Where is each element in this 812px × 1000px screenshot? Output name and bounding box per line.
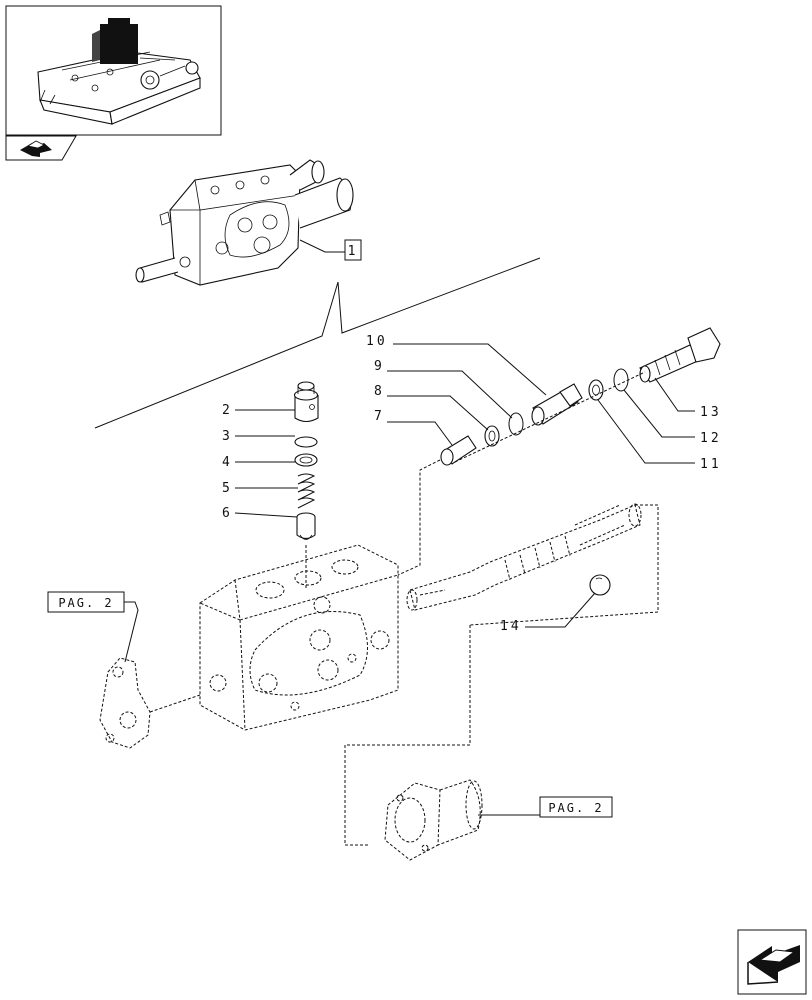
part-4-washer[interactable]: [294, 453, 318, 467]
svg-text:PAG. 2: PAG. 2: [548, 801, 603, 815]
valve-assembly-drawing: 1: [135, 159, 362, 286]
svg-text:6: 6: [222, 506, 233, 521]
svg-text:8: 8: [374, 384, 385, 399]
svg-text:PAG. 2: PAG. 2: [58, 596, 113, 610]
part-9-oring[interactable]: [508, 412, 524, 436]
svg-text:10: 10: [366, 334, 388, 349]
tractor-lift-unit-icon: [37, 18, 201, 125]
assembly-ref-label: 1: [348, 244, 359, 259]
callout-13[interactable]: 13: [654, 377, 722, 420]
svg-text:11: 11: [700, 457, 722, 472]
overview-thumbnail: [5, 5, 222, 136]
dashed-connector-spool: [397, 459, 441, 576]
callout-6[interactable]: 6: [222, 506, 298, 521]
svg-text:12: 12: [700, 431, 722, 446]
svg-text:2: 2: [222, 403, 233, 418]
part-8-split-ring[interactable]: [484, 425, 500, 447]
part-2-plug[interactable]: [293, 381, 319, 423]
back-nav-small[interactable]: [5, 135, 77, 161]
back-arrow-icon: [747, 945, 800, 985]
part-7-cap[interactable]: [440, 435, 477, 466]
svg-text:3: 3: [222, 429, 233, 444]
dashed-enclosure-bottom: [344, 625, 471, 846]
callout-8[interactable]: 8: [374, 384, 489, 431]
svg-text:7: 7: [374, 409, 385, 424]
callout-2[interactable]: 2: [222, 403, 295, 418]
callout-7[interactable]: 7: [374, 409, 453, 446]
valve-body-block: [199, 544, 399, 731]
break-line: [94, 257, 541, 429]
callout-4[interactable]: 4: [222, 455, 295, 470]
lever-drawing: [99, 657, 151, 749]
svg-text:4: 4: [222, 455, 233, 470]
pag-ref-left[interactable]: PAG. 2: [47, 591, 139, 663]
callout-10[interactable]: 10: [366, 334, 547, 396]
svg-text:5: 5: [222, 481, 233, 496]
spool-axis-line: [454, 371, 646, 463]
part-12-oring[interactable]: [613, 368, 629, 392]
callout-11[interactable]: 11: [597, 399, 722, 472]
callout-12[interactable]: 12: [623, 389, 722, 446]
pag-ref-right[interactable]: PAG. 2: [478, 796, 613, 818]
svg-text:9: 9: [374, 359, 385, 374]
back-nav-large[interactable]: [737, 929, 807, 995]
part-13-screw[interactable]: [639, 327, 721, 383]
callout-9[interactable]: 9: [374, 359, 513, 419]
spool-drawing: [406, 503, 642, 611]
part-14-ball[interactable]: [589, 574, 611, 596]
callout-5[interactable]: 5: [222, 481, 298, 496]
callout-3[interactable]: 3: [222, 429, 295, 444]
cover-drawing: [384, 779, 483, 861]
lever-axis-line: [149, 694, 201, 713]
part-10-adapter[interactable]: [531, 383, 583, 426]
part-5-spring[interactable]: [297, 473, 316, 509]
svg-text:13: 13: [700, 405, 722, 420]
part-3-ring[interactable]: [294, 436, 318, 448]
callout-14[interactable]: 14: [500, 592, 596, 634]
back-arrow-icon: [20, 140, 52, 157]
dashed-enclosure: [469, 504, 659, 626]
part-6-poppet[interactable]: [296, 512, 316, 540]
svg-text:14: 14: [500, 619, 522, 634]
